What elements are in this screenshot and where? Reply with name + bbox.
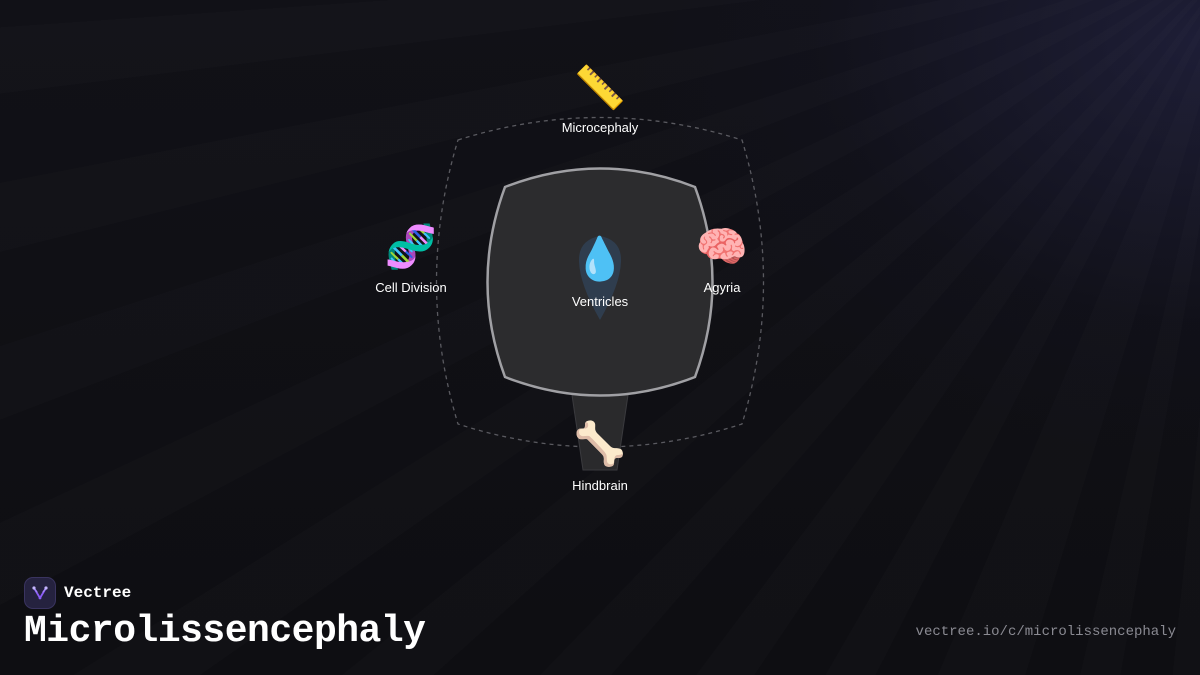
node-label-microcephaly: Microcephaly <box>561 120 639 135</box>
node-label-cell-division: Cell Division <box>375 280 447 295</box>
bone-icon: 🦴 <box>573 419 627 468</box>
water-droplet-icon: 💧 <box>573 234 627 283</box>
dna-icon: 🧬 <box>384 222 438 271</box>
page-title: Microlissencephaly <box>24 610 426 653</box>
brand: Vectree <box>24 577 131 609</box>
node-label-agyria: Agyria <box>703 280 741 295</box>
ventricle-shape <box>578 236 622 320</box>
brand-name: Vectree <box>64 584 132 602</box>
brain-icon: 🧠 <box>695 222 749 271</box>
ruler-icon: 📏 <box>573 63 627 112</box>
dashed-outline <box>435 116 765 448</box>
vectree-logo-icon <box>24 577 56 609</box>
page-url[interactable]: vectree.io/c/microlissencephaly <box>915 624 1176 640</box>
node-label-ventricles: Ventricles <box>571 294 629 309</box>
node-label-hindbrain: Hindbrain <box>572 478 628 493</box>
vectree-logo-glyph <box>32 586 48 600</box>
